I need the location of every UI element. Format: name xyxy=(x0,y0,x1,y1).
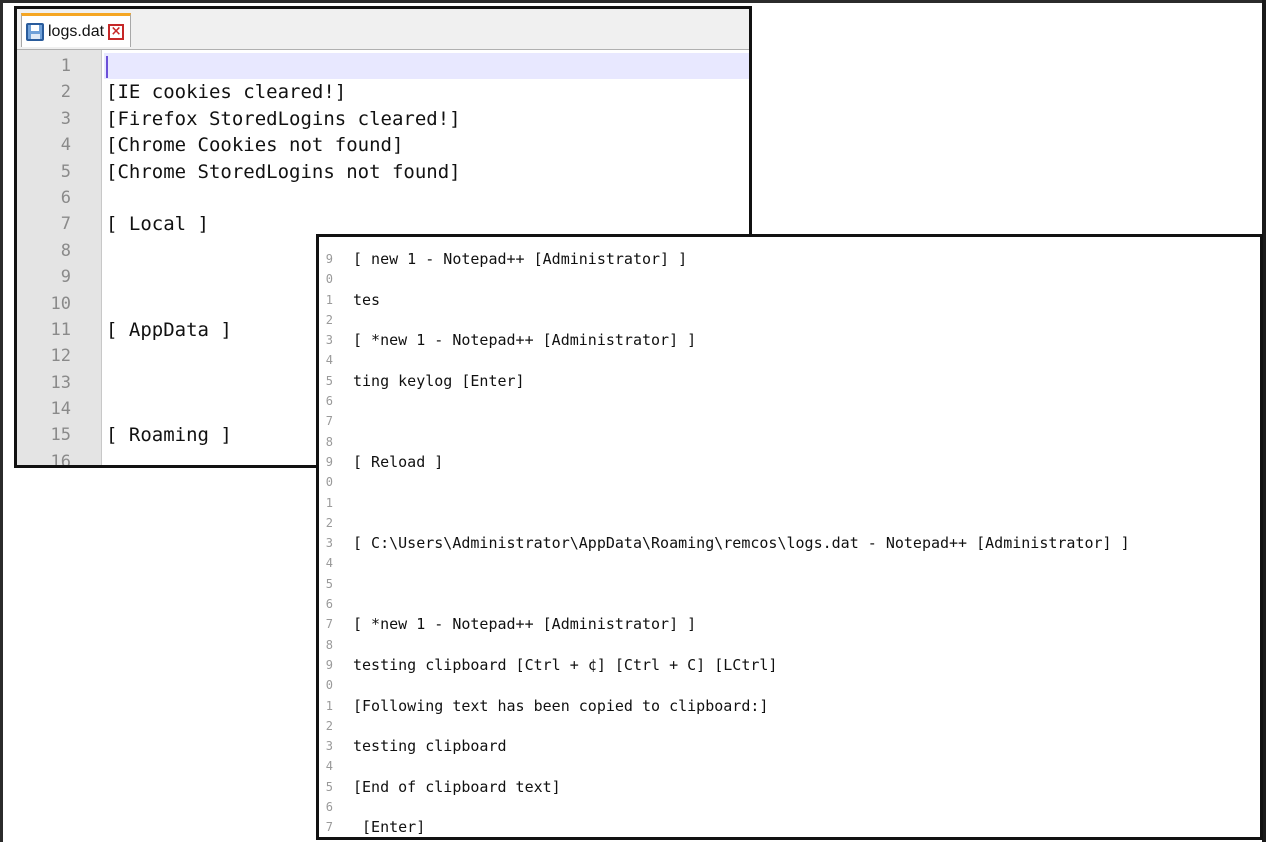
line-number: 9 xyxy=(325,657,333,672)
line-number: 8 xyxy=(325,637,333,652)
text-content[interactable]: [IE cookies cleared!] [Firefox StoredLogi… xyxy=(104,53,749,465)
line-number: 7 xyxy=(325,617,333,632)
line-number: 13 xyxy=(50,372,71,393)
line-number: 1 xyxy=(325,698,333,713)
text-line: [Chrome Cookies not found] xyxy=(106,134,404,157)
line-number: 3 xyxy=(60,108,71,129)
line-number: 5 xyxy=(325,373,333,388)
tab-logs-dat[interactable]: logs.dat × xyxy=(21,13,132,47)
tab-label: logs.dat xyxy=(48,22,105,40)
line-number: 3 xyxy=(325,536,333,551)
text-line: [ *new 1 - Notepad++ [Administrator] ] xyxy=(353,615,697,634)
text-line xyxy=(104,185,749,211)
line-number: 6 xyxy=(60,187,71,208)
text-line: [ Roaming ] xyxy=(106,424,232,447)
text-line: [Enter] xyxy=(353,818,426,837)
text-line: [ AppData ] xyxy=(106,318,232,341)
line-number: 0 xyxy=(325,678,333,693)
text-line: [ new 1 - Notepad++ [Administrator] ] xyxy=(353,250,688,268)
save-icon xyxy=(26,22,44,41)
line-number: 2 xyxy=(60,82,71,103)
close-icon[interactable]: × xyxy=(108,23,125,40)
line-number: 4 xyxy=(325,353,333,368)
line-numbers: 9 0 1 2 3 4 5 6 7 8 9 0 1 2 3 4 5 6 7 8 9 0 1 2 3 4 5 6 7 xyxy=(319,249,333,837)
frame-edge-left xyxy=(0,0,3,842)
line-number-gutter-partial: 9 0 1 2 3 4 5 6 7 8 9 0 1 2 3 4 5 6 7 8 9 0 1 2 3 4 5 6 7 xyxy=(319,237,347,837)
text-line: testing clipboard [Ctrl + ¢] [Ctrl + C] … xyxy=(353,655,778,674)
text-line: [IE cookies cleared!] xyxy=(106,81,347,104)
line-number: 15 xyxy=(50,425,71,446)
text-line: [ Local ] xyxy=(106,213,209,236)
line-number: 0 xyxy=(325,475,333,490)
line-number: 12 xyxy=(50,346,71,367)
text-line: [End of clipboard text] xyxy=(353,777,561,796)
line-number: 1 xyxy=(325,292,333,307)
line-number: 1 xyxy=(60,56,71,76)
line-number: 1 xyxy=(325,495,333,510)
line-number: 6 xyxy=(325,800,333,815)
line-number: 4 xyxy=(325,759,333,774)
text-line: ting keylog [Enter] xyxy=(353,371,525,390)
text-line xyxy=(353,409,1260,450)
text-line: [Following text has been copied to clipb… xyxy=(353,696,769,715)
line-number: 7 xyxy=(60,214,71,235)
line-number: 10 xyxy=(50,293,71,314)
line-number: 7 xyxy=(325,414,333,429)
frame-edge-top xyxy=(0,0,1266,3)
line-number: 8 xyxy=(325,434,333,449)
text-line: [Firefox StoredLogins cleared!] xyxy=(106,107,461,130)
line-number: 5 xyxy=(60,161,71,182)
frame-edge-right xyxy=(1262,0,1266,842)
line-number: 7 xyxy=(325,820,333,835)
line-number: 6 xyxy=(325,394,333,409)
text-line: tes xyxy=(353,290,381,309)
line-number: 3 xyxy=(325,739,333,754)
tab-bar: logs.dat × xyxy=(17,9,749,50)
text-line: [Chrome StoredLogins not found] xyxy=(106,160,461,183)
text-line xyxy=(353,491,1260,532)
line-number: 5 xyxy=(325,779,333,794)
line-number: 9 xyxy=(60,267,71,288)
text-content[interactable]: [ new 1 - Notepad++ [Administrator] ] tes… xyxy=(353,247,1260,837)
line-number: 8 xyxy=(60,240,71,261)
line-number: 9 xyxy=(325,454,333,469)
line-number: 16 xyxy=(50,451,71,468)
text-line: [ Reload ] xyxy=(353,452,444,471)
line-number: 4 xyxy=(325,556,333,571)
text-line: testing clipboard xyxy=(353,737,507,756)
text-line xyxy=(353,572,1260,613)
line-number: 14 xyxy=(50,399,71,420)
text-line: [ *new 1 - Notepad++ [Administrator] ] xyxy=(353,331,697,350)
line-number: 4 xyxy=(60,135,71,156)
keylog-editor-window: 9 0 1 2 3 4 5 6 7 8 9 0 1 2 3 4 5 6 7 8 9 0 1 2 3 4 5 6 7 [ new 1 - … xyxy=(316,234,1263,840)
line-number: 9 xyxy=(325,252,333,266)
line-number: 11 xyxy=(50,319,71,340)
line-number: 0 xyxy=(325,272,333,287)
line-number: 2 xyxy=(325,515,333,530)
line-number: 2 xyxy=(325,312,333,327)
line-number: 6 xyxy=(325,597,333,612)
line-number: 3 xyxy=(325,333,333,348)
text-caret xyxy=(106,55,108,78)
text-line: [ C:\Users\Administrator\AppData\Roaming… xyxy=(353,534,1130,553)
line-number: 5 xyxy=(325,576,333,591)
text-line xyxy=(104,53,749,80)
line-number: 2 xyxy=(325,718,333,733)
